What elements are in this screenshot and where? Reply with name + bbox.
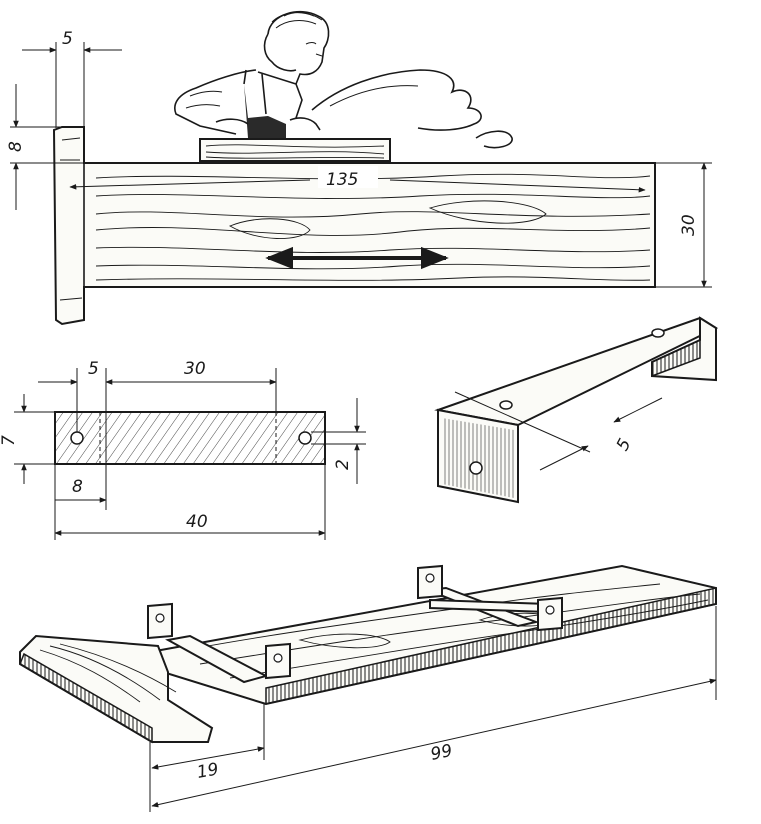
top-dim-lines	[10, 42, 712, 288]
dim-board-length: 135	[326, 170, 358, 190]
dim-top-5: 5	[62, 29, 73, 49]
dim-plate-5: 5	[88, 359, 99, 379]
dim-board-height: 30	[679, 214, 699, 236]
boy-illustration	[174, 10, 513, 162]
dim-plate-8: 8	[72, 477, 83, 497]
dim-shelf-19: 19	[195, 759, 220, 782]
dim-left-8: 8	[6, 141, 26, 152]
shelf-dim-lines	[149, 606, 717, 812]
assembled-shelf	[19, 564, 717, 744]
dim-plate-30: 30	[184, 359, 206, 379]
dim-bracket-5: 5	[613, 435, 636, 454]
dim-plate-7: 7	[0, 435, 19, 446]
dim-plate-2: 2	[333, 459, 353, 470]
dim-shelf-99: 99	[429, 741, 454, 765]
metal-plate	[54, 411, 326, 465]
bent-bracket	[434, 316, 719, 504]
plate-dim-lines	[14, 368, 366, 540]
dim-plate-40: 40	[186, 512, 208, 532]
